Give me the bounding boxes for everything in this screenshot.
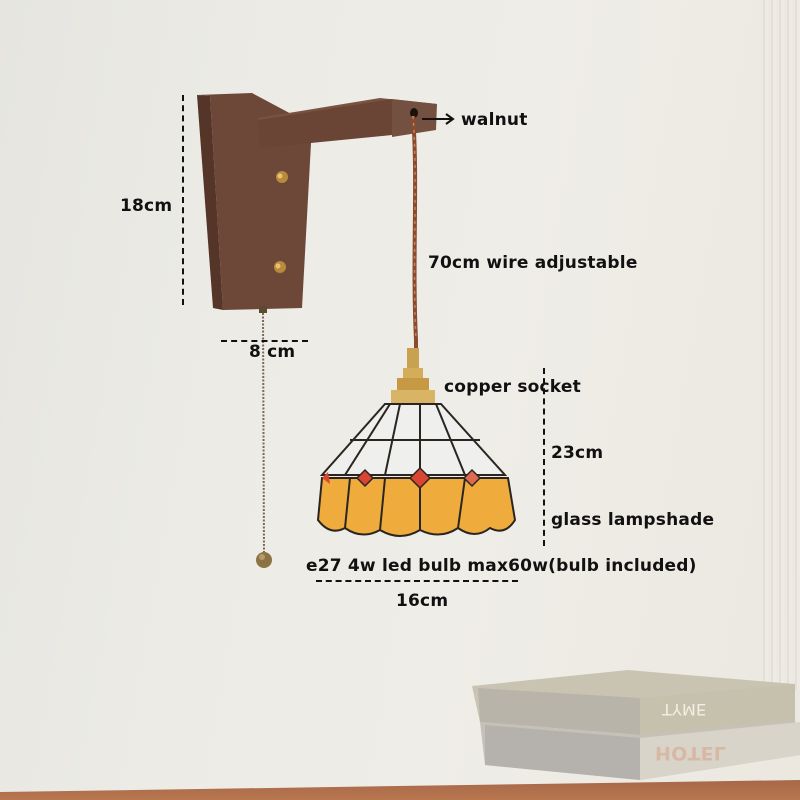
lamp-width-label: 16cm xyxy=(396,591,449,611)
shade-label: glass lampshade xyxy=(551,510,715,530)
wire-label: 70cm wire adjustable xyxy=(428,253,638,273)
bracket-height-line xyxy=(182,95,184,305)
book-spine-bottom: HOTEL xyxy=(655,742,727,764)
arrow-icon xyxy=(422,113,455,125)
bracket-width-label: 8 cm xyxy=(249,342,296,362)
bracket-height-label: 18cm xyxy=(120,196,173,216)
socket-label: copper socket xyxy=(444,377,581,397)
lamp-height-line xyxy=(543,368,545,546)
curtain xyxy=(760,0,800,690)
lamp-width-line xyxy=(316,580,518,582)
lamp-height-label: 23cm xyxy=(551,443,604,463)
material-label: walnut xyxy=(461,110,528,130)
book-spine-top: TYME xyxy=(662,700,707,719)
bulb-label: e27 4w led bulb max60w(bulb included) xyxy=(306,556,697,576)
bracket-width-line xyxy=(221,340,308,342)
